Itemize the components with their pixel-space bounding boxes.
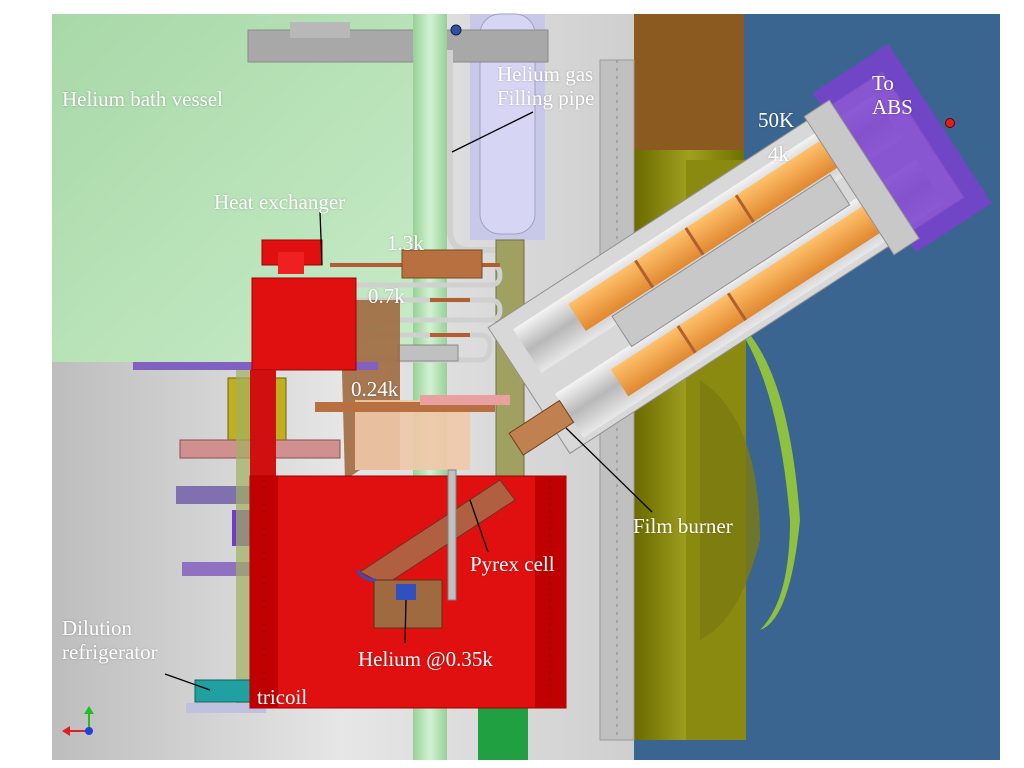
film-burner-head	[508, 399, 575, 456]
label-0-7k: 0.7k	[368, 284, 405, 308]
top-sensor	[450, 24, 462, 36]
dilution-refrigerator-unit	[194, 679, 256, 703]
label-tricoil: tricoil	[257, 685, 308, 709]
label-1-3k: 1.3k	[387, 231, 424, 255]
helium-bath-vessel	[52, 14, 430, 362]
label-helium-bath-vessel: Helium bath vessel	[62, 87, 223, 111]
upper-red-box	[251, 277, 357, 371]
orange-tube-lower	[610, 189, 906, 397]
label-helium-gas-filling-pipe: Helium gas Filling pipe	[497, 62, 595, 110]
plate-0-24k	[315, 402, 495, 412]
green-flange	[746, 330, 800, 630]
label-to-abs: To ABS	[872, 71, 913, 119]
label-dilution-refrigerator: Dilution refrigerator	[62, 616, 158, 664]
orange-tube-upper	[568, 124, 863, 331]
film-burner-assembly	[487, 43, 992, 456]
abs-cap	[812, 43, 992, 253]
label-pyrex-cell: Pyrex cell	[470, 552, 555, 576]
heat-exchanger-1-3k	[401, 249, 483, 279]
abs-indicator	[945, 118, 955, 128]
leader-lines	[164, 111, 653, 691]
dilution-column	[236, 370, 250, 710]
brown-block	[634, 14, 744, 154]
label-heat-exchanger: Heat exchanger	[214, 190, 346, 214]
label-4k: 4k	[768, 142, 789, 166]
label-film-burner: Film burner	[633, 514, 733, 538]
axis-triad-icon	[62, 706, 94, 736]
label-helium-0-35k: Helium @0.35k	[358, 647, 493, 671]
label-0-24k: 0.24k	[351, 377, 399, 401]
label-50k: 50K	[758, 108, 795, 132]
